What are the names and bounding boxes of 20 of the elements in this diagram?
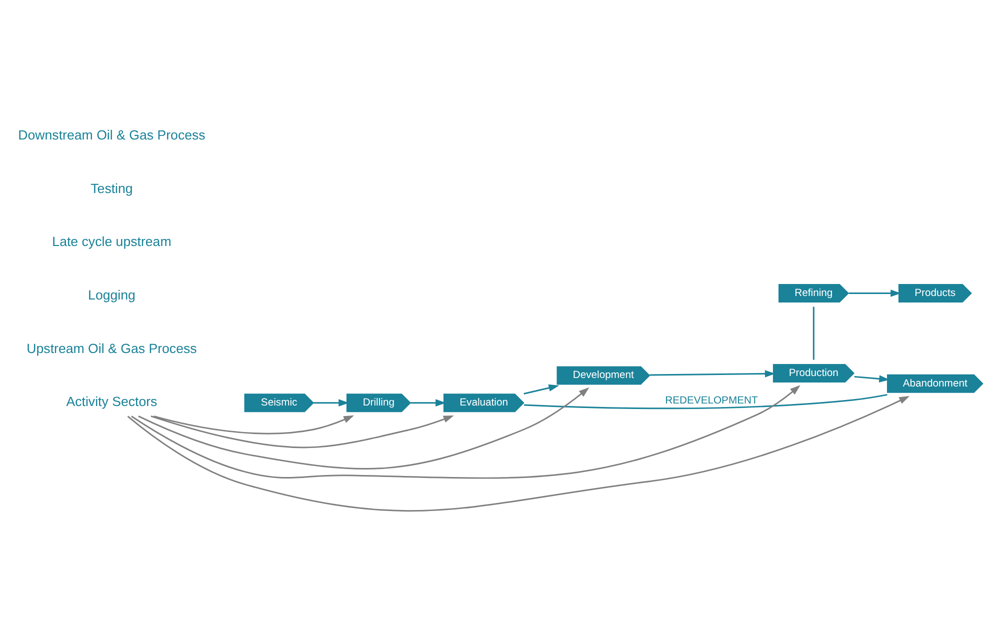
label: Downstream Oil & Gas Process bbox=[18, 127, 206, 142]
label: Testing bbox=[90, 180, 133, 196]
label: Upstream Oil & Gas Process bbox=[26, 340, 197, 356]
arrow bbox=[131, 384, 800, 478]
edge-label: REDEVELOPMENT bbox=[665, 395, 758, 406]
arrow bbox=[848, 289, 901, 296]
arrow bbox=[150, 414, 454, 448]
label: Late cycle upstream bbox=[52, 234, 172, 249]
arrow bbox=[314, 398, 349, 406]
connector bbox=[812, 306, 814, 360]
arrow bbox=[524, 384, 560, 394]
arrow bbox=[127, 396, 910, 511]
arrow bbox=[154, 414, 354, 434]
arrow bbox=[650, 370, 776, 377]
label: Logging bbox=[88, 286, 136, 302]
node-text: Activity Sectors bbox=[66, 394, 158, 409]
connector bbox=[524, 393, 888, 409]
arrow bbox=[138, 386, 590, 469]
arrow bbox=[854, 374, 890, 382]
arrow bbox=[410, 398, 446, 406]
